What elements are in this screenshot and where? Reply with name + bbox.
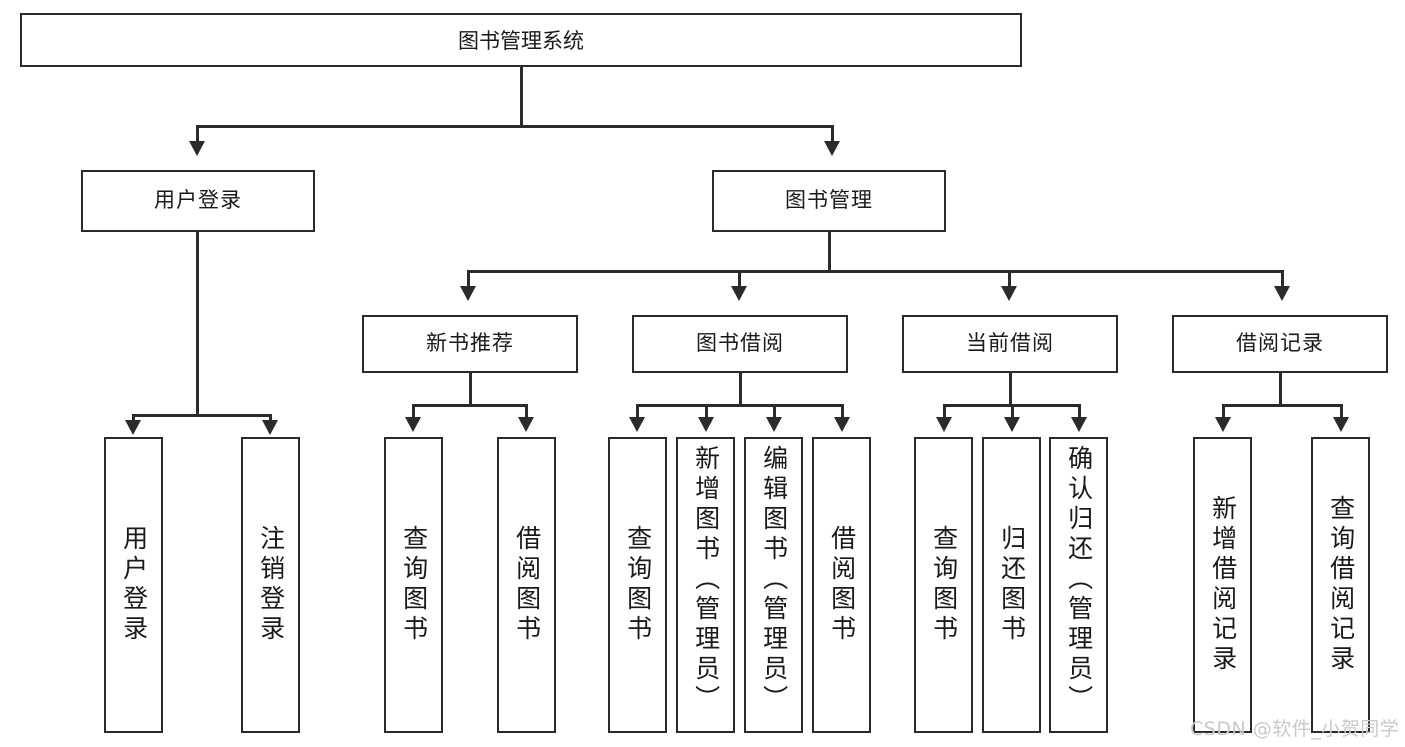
leaf-borrow-record-add-record[interactable]: 新增借阅记录 [1193,437,1252,733]
arrowhead-bb-leaf-1 [629,417,645,432]
node-current-borrow[interactable]: 当前借阅 [902,315,1118,373]
connector-root-bar [196,125,833,128]
connector-root-to-user-login [196,125,199,143]
arrowhead-br-leaf-1 [1215,417,1231,432]
arrowhead-cb-leaf-1 [936,417,952,432]
arrowhead-br-leaf-2 [1333,417,1349,432]
node-borrow-record[interactable]: 借阅记录 [1172,315,1388,373]
leaf-book-borrow-edit-book-admin[interactable]: 编辑图书（管理员） [744,437,803,733]
connector-br-stem [1279,373,1282,406]
connector-br-bar [1222,404,1342,407]
leaf-current-borrow-query-book[interactable]: 查询图书 [914,437,973,733]
connector-bm-branch-3 [1008,270,1011,288]
csdn-watermark: CSDN @软件_小贺同学 [1190,718,1400,740]
leaf-new-book-query-book[interactable]: 查询图书 [384,437,443,733]
arrowhead-bm-to-borrow-record [1274,286,1290,301]
leaf-new-book-borrow-book[interactable]: 借阅图书 [497,437,556,733]
leaf-current-borrow-confirm-return-admin[interactable]: 确认归还（管理员） [1049,437,1108,733]
connector-nbr-bar [412,404,527,407]
arrowhead-root-to-book-management [824,141,840,156]
leaf-borrow-record-query-record[interactable]: 查询借阅记录 [1311,437,1370,733]
connector-book-management-bar [467,270,1283,273]
leaf-user-login-login[interactable]: 用户登录 [104,437,163,733]
connector-cb-branch-1 [943,404,946,418]
node-root-book-management-system[interactable]: 图书管理系统 [20,13,1022,67]
node-book-management[interactable]: 图书管理 [712,170,946,232]
arrowhead-bb-leaf-4 [834,417,850,432]
arrowhead-user-login-leaf-1 [125,420,141,435]
connector-br-branch-1 [1222,404,1225,418]
connector-bb-branch-3 [773,404,776,418]
connector-user-login-branch-1 [132,414,135,422]
connector-cb-branch-3 [1078,404,1081,418]
connector-bm-branch-2 [738,270,741,288]
leaf-book-borrow-borrow-book[interactable]: 借阅图书 [812,437,871,733]
arrowhead-bb-leaf-2 [698,417,714,432]
arrowhead-cb-leaf-3 [1071,417,1087,432]
connector-user-login-branch-2 [269,414,272,422]
arrowhead-cb-leaf-2 [1004,417,1020,432]
connector-root-stem [520,67,523,125]
connector-bb-branch-4 [841,404,844,418]
connector-bb-stem [739,373,742,406]
arrowhead-bm-to-new-book-recommend [460,286,476,301]
connector-nbr-stem [469,373,472,406]
connector-bb-bar [636,404,842,407]
node-user-login[interactable]: 用户登录 [81,170,315,232]
leaf-book-borrow-add-book-admin[interactable]: 新增图书（管理员） [676,437,735,733]
arrowhead-nbr-leaf-2 [518,417,534,432]
connector-cb-stem [1009,373,1012,406]
arrowhead-bb-leaf-3 [766,417,782,432]
arrowhead-nbr-leaf-1 [405,417,421,432]
connector-cb-bar [943,404,1078,407]
node-new-book-recommend[interactable]: 新书推荐 [362,315,578,373]
arrowhead-user-login-leaf-2 [262,420,278,435]
connector-bm-branch-4 [1281,270,1284,288]
connector-bb-branch-1 [636,404,639,418]
connector-br-branch-2 [1340,404,1343,418]
arrowhead-bm-to-current-borrow [1001,286,1017,301]
connector-bb-branch-2 [705,404,708,418]
arrowhead-root-to-user-login [189,141,205,156]
connector-bm-branch-1 [467,270,470,288]
leaf-book-borrow-query-book[interactable]: 查询图书 [608,437,667,733]
connector-user-login-bar [132,414,271,417]
connector-nbr-branch-1 [412,404,415,418]
connector-cb-branch-2 [1011,404,1014,418]
connector-nbr-branch-2 [525,404,528,418]
leaf-user-login-logout[interactable]: 注销登录 [241,437,300,733]
connector-user-login-stem [196,232,199,416]
arrowhead-bm-to-book-borrow [731,286,747,301]
connector-book-management-stem [828,232,831,272]
connector-root-to-book-management [831,125,834,143]
leaf-current-borrow-return-book[interactable]: 归还图书 [982,437,1041,733]
node-book-borrow[interactable]: 图书借阅 [632,315,848,373]
